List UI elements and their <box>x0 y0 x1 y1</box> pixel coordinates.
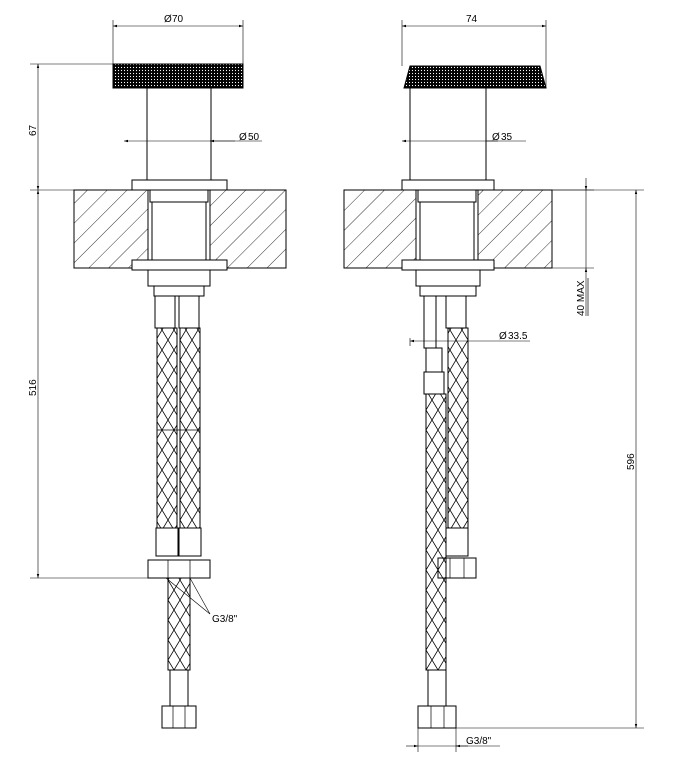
left-dim-diameter-symbol-2: Ø <box>239 132 247 143</box>
left-dim-body-diameter: 50 <box>248 132 260 143</box>
left-dim-height-above: 67 <box>28 124 39 136</box>
right-spout-body <box>409 87 487 181</box>
left-view: Ø 70 Ø 50 67 516 G3/8" <box>28 14 287 729</box>
left-spout-body <box>146 87 212 181</box>
right-dim-total-length: 596 <box>626 453 637 470</box>
left-dim-knob-diameter: 70 <box>172 14 184 25</box>
right-knurled-knob <box>403 65 547 89</box>
right-dim-knob-width: 74 <box>466 14 478 25</box>
left-lower-hose <box>167 577 191 671</box>
left-dim-diameter-symbol: Ø <box>164 14 172 25</box>
left-knurled-knob <box>112 63 244 89</box>
right-dim-max-thickness: 40 MAX <box>576 280 587 316</box>
left-braided-hose-a <box>156 327 178 529</box>
right-thread-label: G3/8" <box>466 736 492 747</box>
right-braided-hose-a <box>447 327 469 529</box>
right-dim-diameter-symbol: Ø <box>492 132 500 143</box>
left-thread-label: G3/8" <box>212 614 238 625</box>
right-braided-hose-b <box>425 393 447 671</box>
right-dim-hose-diameter: 33.5 <box>508 331 528 342</box>
right-dim-diameter-symbol-2: Ø <box>499 331 507 342</box>
right-dim-body-diameter: 35 <box>501 132 513 143</box>
left-braided-hose-b <box>179 327 201 529</box>
right-view: 74 Ø 35 40 MAX Ø 33.5 596 G3/8" <box>343 14 644 752</box>
left-dim-hose-length: 516 <box>28 379 39 396</box>
